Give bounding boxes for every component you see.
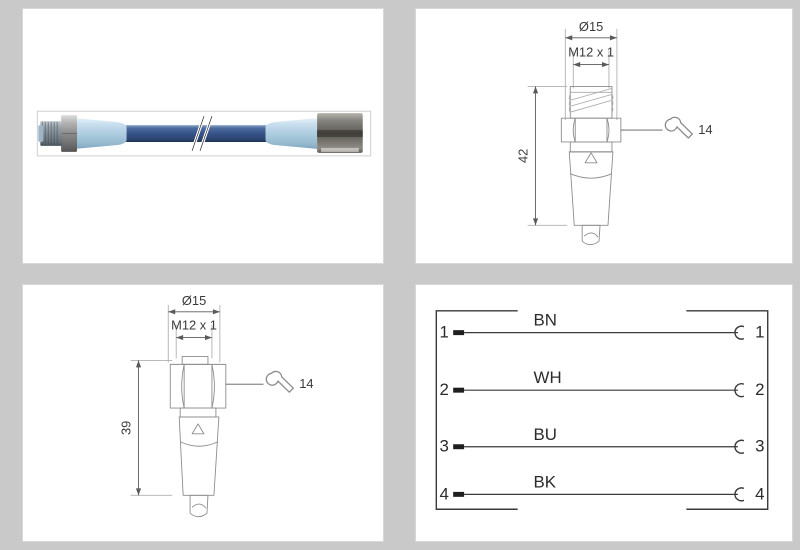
female-dimension-drawing: Ø15 M12 x 1 39 14	[119, 293, 314, 518]
thread-label: M12 x 1	[568, 45, 614, 60]
arrow-left-m12	[176, 335, 184, 341]
female-overmold-outline	[178, 416, 220, 496]
diameter-label: Ø15	[182, 293, 206, 308]
arrow-right-d15	[609, 35, 617, 41]
wiring-panel: 1 1 BN 2 2 WH 3 3 BU	[415, 284, 793, 542]
wrench-size-label: 14	[698, 122, 712, 137]
triangle-marking	[191, 423, 205, 435]
female-nut-base-highlight	[321, 147, 359, 152]
cable-stub	[581, 224, 601, 246]
right-pin-number: 4	[755, 484, 764, 503]
arrow-top-39	[135, 360, 142, 368]
male-nose-tip	[38, 125, 44, 142]
thread-hatching	[570, 87, 613, 113]
pin-block-left	[453, 330, 465, 336]
male-dimension-drawing: Ø15 M12 x 1 42 14	[516, 19, 713, 246]
length-label: 42	[516, 149, 531, 163]
left-pin-number: 3	[440, 437, 449, 456]
knurl-curve-left	[181, 364, 185, 409]
male-hex-nut-outline	[560, 117, 622, 143]
female-top-cap	[181, 355, 209, 365]
right-pin-number: 2	[755, 380, 764, 399]
right-pin-number: 3	[755, 437, 764, 456]
product-photo-panel	[22, 8, 384, 264]
wire-color-label: BN	[534, 311, 557, 330]
female-overmold	[265, 118, 318, 149]
wire-color-label: BK	[534, 472, 557, 491]
overmold-seam	[570, 173, 613, 179]
pin-block-left	[453, 387, 465, 393]
thread-edge-3	[568, 105, 571, 113]
overmold-seam	[179, 441, 219, 447]
male-overmold-outline	[568, 151, 614, 226]
hex-curve-left	[572, 117, 576, 143]
thread-edge-5	[611, 100, 614, 107]
arrow-bottom-42	[532, 218, 539, 226]
female-dimension-panel: Ø15 M12 x 1 39 14	[22, 284, 384, 542]
arrow-top-42	[532, 86, 539, 94]
right-pin-number: 1	[755, 323, 764, 342]
cable-stub	[189, 494, 209, 518]
wrench-icon	[265, 370, 294, 393]
thread-edge-1	[568, 94, 571, 101]
pin-block-left	[453, 444, 465, 450]
cable-stub-detail	[191, 503, 207, 509]
wiring-row: 4 4 BK	[440, 472, 765, 503]
wiring-schematic-drawing: 1 1 BN 2 2 WH 3 3 BU	[435, 310, 769, 510]
thread-edge-2	[568, 100, 571, 107]
left-pin-number: 4	[440, 484, 449, 503]
knurl-curve-right	[211, 364, 215, 409]
hex-curve-right	[606, 117, 610, 143]
female-collar	[179, 407, 217, 418]
wire-color-label: BU	[534, 425, 557, 444]
arrow-left-m12	[573, 61, 581, 68]
left-pin-number: 1	[440, 323, 449, 342]
wiring-row: 2 2 WH	[440, 368, 765, 399]
wrench-icon	[664, 116, 693, 139]
cable-break-symbol	[190, 115, 214, 152]
wrench-size-label: 14	[299, 376, 313, 391]
pin-block-left	[453, 491, 465, 497]
arrow-right-m12	[602, 61, 609, 68]
socket-symbol-right	[734, 325, 745, 340]
arrow-left-d15	[565, 35, 573, 41]
left-connector-outline	[435, 310, 518, 510]
wiring-row: 1 1 BN	[440, 311, 765, 342]
wiring-row: 3 3 BU	[440, 425, 765, 456]
arrow-left-d15	[168, 309, 176, 315]
product-photo-image	[36, 110, 372, 157]
arrow-bottom-39	[135, 488, 142, 496]
male-dimension-panel: Ø15 M12 x 1 42 14	[415, 8, 793, 264]
thread-edge-4	[611, 94, 614, 101]
socket-symbol-right	[734, 383, 745, 398]
cable-jacket	[92, 125, 292, 142]
thread-edge-6	[611, 105, 614, 113]
thread-label: M12 x 1	[171, 318, 217, 333]
arrow-right-d15	[212, 309, 220, 315]
left-pin-number: 2	[440, 380, 449, 399]
male-collar	[569, 141, 613, 153]
wire-color-label: WH	[534, 368, 562, 387]
triangle-marking	[584, 152, 598, 164]
right-connector-outline	[686, 310, 769, 510]
cable-stub-detail	[583, 232, 599, 238]
female-nut-band	[317, 130, 363, 137]
female-coupling-nut-outline	[169, 363, 227, 409]
diameter-label: Ø15	[579, 19, 603, 34]
socket-symbol-right	[734, 487, 745, 502]
arrow-right-m12	[204, 335, 212, 341]
male-overmold	[75, 118, 127, 149]
socket-symbol-right	[734, 439, 745, 454]
length-label: 39	[119, 421, 134, 435]
